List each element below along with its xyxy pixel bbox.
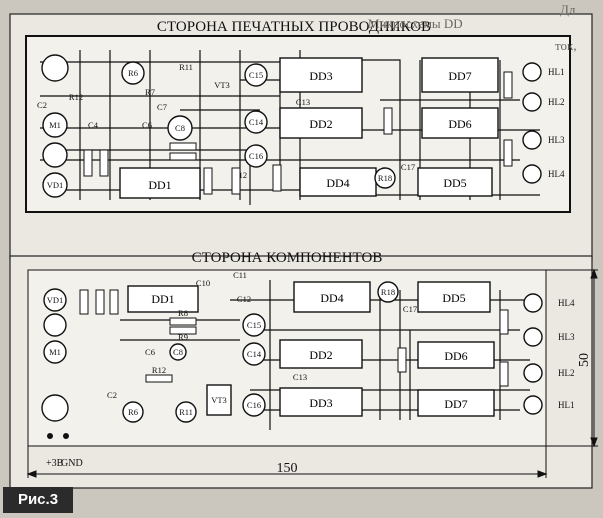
top-led-hl3: HL3 [548, 135, 565, 145]
svg-text:DD6: DD6 [444, 349, 467, 363]
bottom-r18: R18 [381, 287, 395, 297]
top-c4: C4 [88, 120, 99, 130]
svg-text:DD3: DD3 [309, 69, 332, 83]
bottom-led-hl4: HL4 [558, 298, 575, 308]
svg-text:DD4: DD4 [320, 291, 343, 305]
top-r12: R12 [69, 92, 83, 102]
dimension-height-label: 50 [577, 353, 592, 367]
bottom-cap-c2: C2 [107, 390, 117, 400]
top-chip-dd4: DD4 [299, 167, 377, 197]
top-r6: R6 [128, 68, 138, 78]
top-vt3: VT3 [214, 80, 230, 90]
bottom-chip-dd5: DD5 [417, 281, 491, 313]
bottom-chip-dd4: DD4 [293, 281, 371, 313]
bottom-r9: R9 [178, 332, 188, 342]
bottom-cap-c13: C13 [293, 372, 307, 382]
top-chip-dd5: DD5 [417, 167, 493, 197]
dimension-height [546, 268, 598, 448]
svg-text:DD1: DD1 [151, 292, 174, 306]
bottom-chip-dd2: DD2 [279, 339, 363, 369]
top-chip-dd2: DD2 [279, 107, 363, 139]
bottom-r6: R6 [128, 407, 138, 417]
bottom-cap-c12: C12 [237, 294, 251, 304]
bottom-c8: C8 [173, 347, 183, 357]
top-panel: DD3 DD2 DD7 DD6 DD4 DD5 DD1 [9, 13, 593, 260]
top-r7: R7 [145, 87, 155, 97]
svg-text:DD2: DD2 [309, 348, 332, 362]
bottom-chip-dd6: DD6 [417, 341, 495, 369]
svg-text:DD5: DD5 [442, 291, 465, 305]
top-chip-dd1: DD1 [119, 167, 201, 199]
svg-text:DD1: DD1 [148, 178, 171, 192]
figure-caption: Рис.3 [3, 487, 73, 513]
bottom-chip-dd1: DD1 [127, 285, 199, 313]
bottom-chip-dd3: DD3 [279, 387, 363, 417]
bottom-chip-dd7: DD7 [417, 389, 495, 417]
top-cap-c16: C16 [249, 151, 263, 161]
dimension-width [26, 446, 548, 478]
bottom-cap-c17: C17 [403, 304, 417, 314]
top-m1: M1 [49, 120, 61, 130]
background-text-2: ток, [555, 38, 577, 53]
top-cap-c17: C17 [401, 162, 415, 172]
top-cap-c14: C14 [249, 117, 264, 127]
svg-text:DD2: DD2 [309, 117, 332, 131]
top-led-hl4: HL4 [548, 169, 565, 179]
top-r11: R11 [179, 62, 193, 72]
power-plus-label: +3В [46, 458, 64, 469]
top-panel-title: СТОРОНА ПЕЧАТНЫХ ПРОВОДНИКОВ [157, 19, 431, 35]
power-gnd-label: GND [61, 458, 83, 469]
top-vd1: VD1 [47, 180, 64, 190]
bottom-cap-c10: C10 [196, 278, 210, 288]
top-cap-c13: C13 [296, 97, 310, 107]
bottom-r12: R12 [152, 365, 166, 375]
top-cap-c15: C15 [249, 70, 263, 80]
bottom-cap-c15: C15 [247, 320, 261, 330]
bottom-m1: M1 [49, 347, 61, 357]
top-c8: C8 [175, 123, 185, 133]
svg-text:DD4: DD4 [326, 176, 349, 190]
top-chip-dd6: DD6 [421, 107, 499, 139]
top-c6: C6 [142, 120, 152, 130]
bottom-vd1: VD1 [47, 295, 64, 305]
svg-text:DD3: DD3 [309, 396, 332, 410]
top-led-hl1: HL1 [548, 67, 565, 77]
top-chip-dd3: DD3 [279, 57, 363, 93]
bottom-led-hl1: HL1 [558, 400, 575, 410]
top-cap-c2: C2 [37, 100, 47, 110]
bottom-c6: C6 [145, 347, 155, 357]
bottom-r8: R8 [178, 308, 188, 318]
bottom-cap-c16: C16 [247, 400, 261, 410]
background-text-3: Дл [560, 2, 576, 17]
svg-text:DD5: DD5 [443, 176, 466, 190]
bottom-led-hl3: HL3 [558, 332, 575, 342]
background-text-1: Микросхемы DD [368, 16, 463, 31]
bottom-panel: DD1 DD4 DD5 DD2 DD6 DD3 DD7 [9, 250, 598, 489]
top-chip-dd7: DD7 [421, 57, 499, 93]
dimension-width-label: 150 [277, 461, 298, 476]
bottom-panel-title: СТОРОНА КОМПОНЕНТОВ [192, 250, 383, 266]
top-c7: C7 [157, 102, 167, 112]
top-led-hl2: HL2 [548, 97, 565, 107]
bottom-vt3: VT3 [211, 395, 227, 405]
bottom-led-hl2: HL2 [558, 368, 575, 378]
bottom-cap-c14: C14 [247, 349, 262, 359]
svg-text:DD6: DD6 [448, 117, 471, 131]
bottom-cap-c11: C11 [233, 270, 247, 280]
top-r18: R18 [378, 173, 392, 183]
bottom-r11: R11 [179, 407, 193, 417]
svg-text:DD7: DD7 [448, 69, 471, 83]
svg-text:DD7: DD7 [444, 397, 467, 411]
